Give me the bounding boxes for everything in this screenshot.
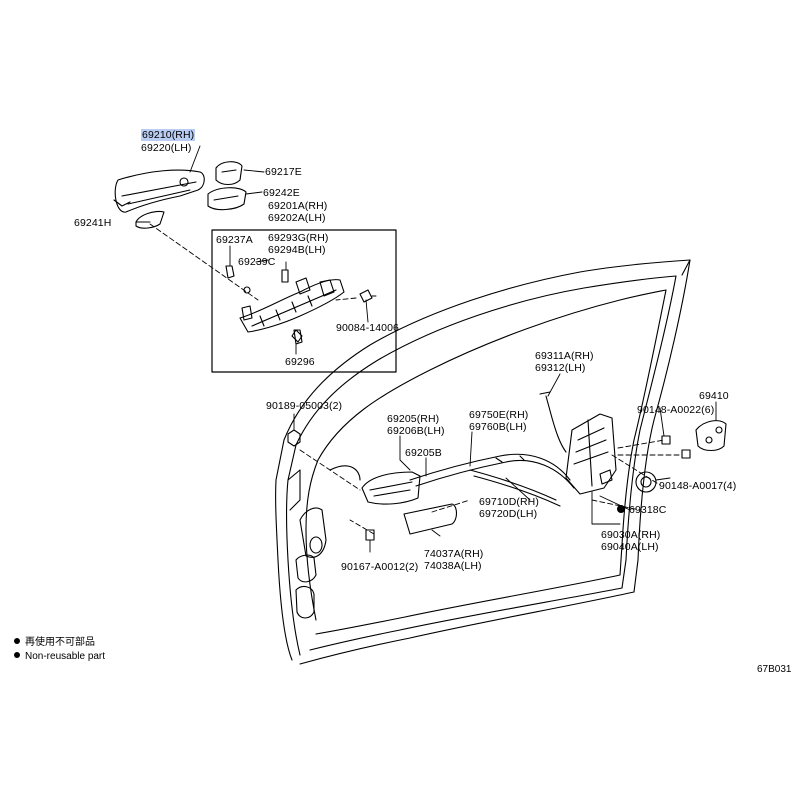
legend-text-cn: 再使用不可部品 (25, 637, 95, 648)
part-label-69296[interactable]: 69296 (285, 356, 315, 368)
part-label-69201a-rh[interactable]: 69201A(RH) (268, 200, 328, 212)
screw-90167 (365, 529, 375, 541)
part-label-69720d-lh[interactable]: 69720D(LH) (479, 508, 538, 520)
leader-dashed (149, 223, 681, 535)
leader-solid (135, 145, 717, 553)
part-label-90189-05003[interactable]: 90189-05003(2) (266, 400, 343, 412)
part-label-69760b-lh[interactable]: 69760B(LH) (469, 421, 527, 433)
part-label-69293g-rh[interactable]: 69293G(RH) (268, 232, 329, 244)
part-label-69205b[interactable]: 69205B (405, 447, 442, 459)
figure-code: 67B031 (757, 664, 792, 675)
handle-pad-69242e (207, 187, 247, 211)
part-label-69040a-lh[interactable]: 69040A(LH) (601, 541, 659, 553)
part-label-90167-a0012[interactable]: 90167-A0012(2) (341, 561, 419, 573)
part-label-74037a-rh[interactable]: 74037A(RH) (424, 548, 484, 560)
part-label-69237a[interactable]: 69237A (216, 234, 253, 246)
part-label-69030a-rh[interactable]: 69030A(RH) (601, 529, 661, 541)
part-label-69242e[interactable]: 69242E (263, 187, 300, 199)
legend-text-en: Non-reusable part (25, 651, 106, 662)
screw-90189 (287, 429, 301, 447)
part-label-69202a-lh[interactable]: 69202A(LH) (268, 212, 326, 224)
outside-handle (113, 169, 205, 213)
part-label-69294b-lh[interactable]: 69294B(LH) (268, 244, 326, 256)
part-label-69217e[interactable]: 69217E (265, 166, 302, 178)
non-reusable-mark-icon (617, 505, 625, 513)
screw-90148-a0017 (681, 449, 691, 459)
striker (695, 420, 727, 452)
door-frame-outline (275, 259, 691, 665)
part-label-69410[interactable]: 69410 (699, 390, 729, 402)
part-label-69220-lh[interactable]: 69220(LH) (141, 142, 192, 154)
part-label-69239c[interactable]: 69239C (238, 256, 276, 268)
part-label-69318c[interactable]: 69318C (629, 504, 667, 516)
bullet-dot-icon (14, 638, 20, 645)
handle-cap-69217e (215, 161, 243, 186)
part-label-69311a-rh[interactable]: 69311A(RH) (535, 350, 594, 362)
frame-assembly-box (211, 229, 397, 373)
bullet-dot-icon (14, 652, 20, 659)
part-label-69205-rh[interactable]: 69205(RH) (387, 413, 440, 425)
part-label-69206b-lh[interactable]: 69206B(LH) (387, 425, 445, 437)
frame-assembly (239, 277, 345, 343)
legend-line-cn: 再使用不可部品 (14, 636, 95, 649)
legend-line-en: Non-reusable part (14, 650, 105, 663)
part-label-69750e-rh[interactable]: 69750E(RH) (469, 409, 529, 421)
part-label-90148-a0022[interactable]: 90148-A0022(6) (637, 404, 715, 416)
handle-cover-69241h (135, 210, 165, 229)
part-label-90148-a0017[interactable]: 90148-A0017(4) (659, 480, 737, 492)
part-label-69312-lh[interactable]: 69312(LH) (535, 362, 586, 374)
part-label-90084-14006[interactable]: 90084-14006 (336, 322, 399, 334)
inner-cover (403, 503, 458, 535)
door-lock-assembly (565, 413, 617, 495)
part-label-69710d-rh[interactable]: 69710D(RH) (479, 496, 539, 508)
lock-cables (409, 453, 575, 507)
small-parts (225, 265, 373, 345)
part-label-74038a-lh[interactable]: 74038A(LH) (424, 560, 482, 572)
screw-90148-a0022 (661, 435, 671, 445)
part-label-69241h[interactable]: 69241H (74, 217, 112, 229)
seal-69318c (635, 471, 657, 493)
part-label-69210-rh[interactable]: 69210(RH) (141, 129, 196, 141)
lock-rod (539, 391, 567, 453)
inside-handle (361, 471, 421, 505)
